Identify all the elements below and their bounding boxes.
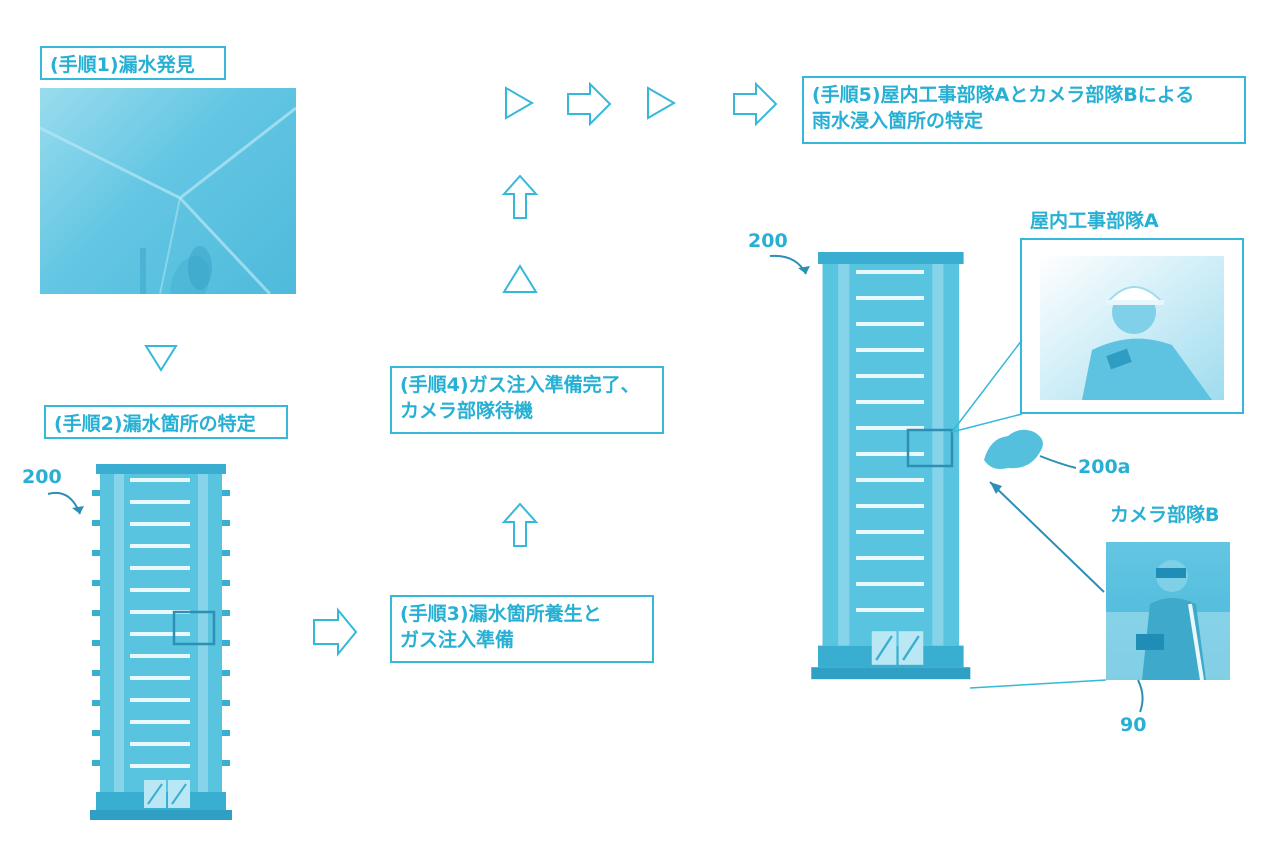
step1-label: (手順1)漏水発見 — [40, 46, 226, 80]
step4-line2: カメラ部隊待機 — [400, 400, 534, 422]
building-ref-right: 200 — [748, 230, 788, 252]
step3-line1: (手順3)漏水箇所養生と — [400, 603, 602, 625]
step2-label: (手順2)漏水箇所の特定 — [44, 405, 288, 439]
callout-line-crew-b — [969, 679, 1107, 689]
triangle-right-icon — [505, 86, 535, 120]
callout-line-crew-a — [951, 339, 1023, 433]
leak-location-marker — [172, 610, 216, 646]
building-right — [810, 250, 972, 681]
thermal-blob-icon — [984, 429, 1043, 469]
ref-leader-intrusion — [1039, 455, 1077, 469]
building-left-balconies — [92, 490, 230, 766]
crew-a-label: 屋内工事部隊A — [1030, 210, 1159, 232]
ref-leader-right — [769, 254, 807, 275]
building-ref-left: 200 — [22, 466, 62, 488]
camera-operator-image — [1106, 560, 1230, 680]
building-right-windows — [856, 270, 924, 612]
camera-pointer-arrow — [989, 481, 1105, 593]
step4-label: (手順4)ガス注入準備完了、 カメラ部隊待機 — [390, 366, 664, 434]
arrow-right-icon — [313, 607, 358, 657]
arrow-right-icon — [733, 81, 778, 127]
step3-label: (手順3)漏水箇所養生と ガス注入準備 — [390, 595, 654, 663]
step5-label: (手順5)屋内工事部隊Aとカメラ部隊Bによる 雨水浸入箇所の特定 — [802, 76, 1246, 144]
step4-line1: (手順4)ガス注入準備完了、 — [400, 374, 640, 396]
ref-leader-camera — [1137, 679, 1144, 713]
step5-line2: 雨水浸入箇所の特定 — [812, 110, 984, 132]
crew-b-label: カメラ部隊B — [1110, 504, 1220, 526]
arrow-right-icon — [567, 81, 612, 127]
leak-discovery-photo — [40, 88, 296, 294]
step5-line1: (手順5)屋内工事部隊Aとカメラ部隊Bによる — [812, 84, 1195, 106]
crew-a-photo — [1040, 256, 1224, 400]
intrusion-location-marker — [906, 428, 954, 468]
building-left — [89, 463, 233, 821]
building-left-windows — [130, 478, 190, 768]
step3-line2: ガス注入準備 — [400, 629, 515, 651]
intrusion-ref: 200a — [1078, 456, 1131, 478]
triangle-right-icon — [647, 86, 677, 120]
camera-ref: 90 — [1120, 714, 1147, 736]
crew-a-callout — [1020, 238, 1244, 414]
triangle-down-icon — [144, 345, 178, 372]
arrow-up-icon — [501, 502, 539, 547]
crew-b-photo — [1106, 542, 1230, 680]
arrow-up-icon — [501, 174, 539, 219]
ref-leader-left — [47, 492, 81, 515]
leak-stain-image — [40, 106, 296, 294]
triangle-up-icon — [502, 264, 538, 293]
